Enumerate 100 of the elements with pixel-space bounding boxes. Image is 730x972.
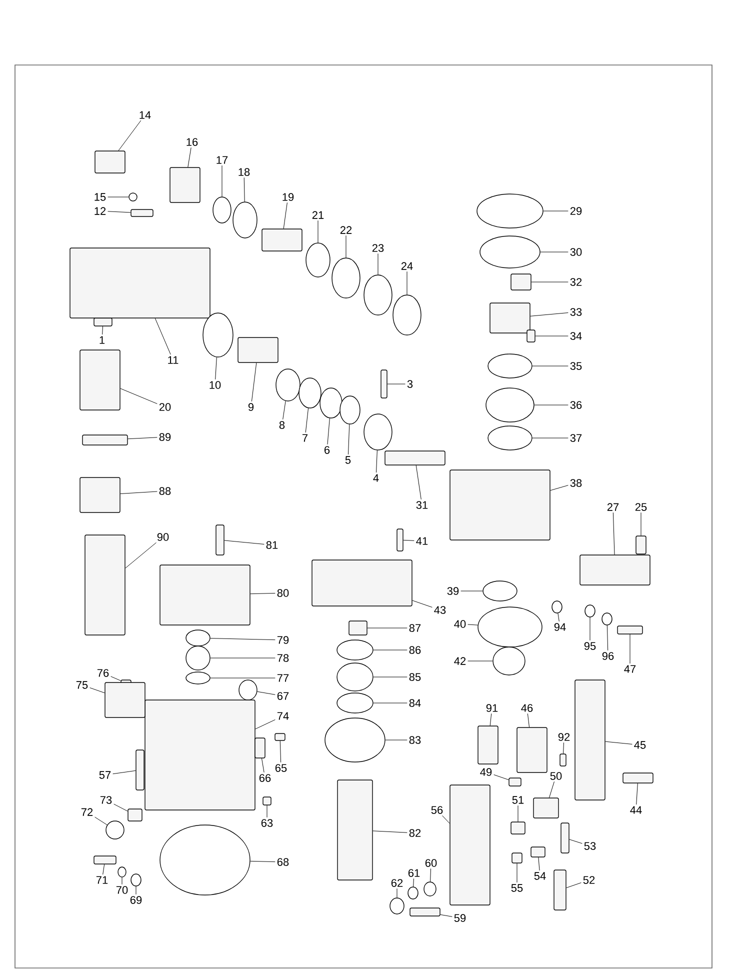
leader-line (120, 491, 158, 494)
callout-number: 82 (409, 829, 421, 837)
leader-line (114, 804, 128, 812)
machine-part (490, 302, 530, 334)
callout-number: 59 (454, 914, 466, 922)
leader-line (558, 613, 560, 622)
callout-number: 6 (324, 446, 330, 454)
machine-part (408, 886, 418, 900)
machine-part (94, 856, 116, 864)
callout-number: 29 (570, 207, 582, 215)
machine-part (602, 612, 612, 626)
machine-part (274, 733, 286, 741)
machine-part (262, 796, 272, 806)
callout-number: 15 (94, 193, 106, 201)
machine-part (106, 820, 124, 840)
machine-part (348, 620, 368, 636)
callout-number: 42 (454, 657, 466, 665)
leader-line (468, 660, 493, 662)
leader-line (102, 864, 105, 875)
leader-line (118, 120, 142, 151)
callout-number: 79 (277, 636, 289, 644)
machine-part (332, 258, 360, 298)
callout-number: 62 (391, 879, 403, 887)
leader-line (210, 638, 276, 640)
callout-number: 23 (372, 244, 384, 252)
callout-number: 11 (168, 356, 178, 364)
machine-part (254, 738, 266, 758)
callout-number: 14 (140, 111, 151, 119)
leader-line (430, 868, 432, 882)
leader-line (543, 210, 568, 212)
callout-number: 96 (602, 652, 614, 660)
leader-line (224, 540, 264, 544)
leader-line (406, 271, 408, 295)
leader-line (490, 713, 492, 726)
machine-part (232, 202, 258, 238)
callout-number: 91 (486, 704, 498, 712)
machine-part (512, 852, 522, 864)
callout-number: 18 (238, 168, 250, 176)
callout-number: 19 (282, 193, 294, 201)
leader-line (250, 860, 276, 862)
callout-number: 7 (302, 434, 308, 442)
machine-part (128, 808, 142, 822)
leader-line (563, 742, 564, 754)
leader-line (283, 202, 288, 229)
machine-part (202, 312, 234, 358)
callout-number: 3 (407, 380, 413, 388)
leader-line (569, 839, 582, 844)
leader-line (112, 770, 136, 774)
machine-part (320, 388, 342, 418)
callout-number: 43 (434, 606, 446, 614)
callout-number: 78 (277, 654, 289, 662)
leader-line (282, 400, 286, 420)
leader-line (530, 312, 568, 316)
callout-number: 80 (277, 589, 289, 597)
callout-number: 63 (261, 819, 273, 827)
machine-part (130, 874, 142, 886)
callout-number: 55 (511, 884, 523, 892)
callout-number: 51 (512, 796, 524, 804)
leader-line (416, 465, 422, 500)
machine-part (396, 528, 404, 552)
machine-part (312, 560, 412, 606)
leader-line (154, 318, 171, 355)
leader-line (257, 691, 276, 695)
leader-line (412, 600, 432, 608)
machine-part (94, 150, 126, 174)
callout-number: 70 (116, 886, 128, 894)
callout-number: 31 (416, 501, 428, 509)
machine-part (450, 784, 490, 906)
leader-line (538, 857, 540, 871)
callout-number: 69 (130, 896, 142, 904)
callout-number: 44 (630, 806, 642, 814)
machine-part (560, 754, 566, 766)
machine-part (136, 750, 144, 790)
leader-line (188, 147, 192, 168)
leader-line (605, 741, 632, 744)
machine-part (160, 564, 250, 626)
machine-part (617, 626, 643, 634)
machine-part (510, 274, 532, 290)
leader-line (396, 888, 398, 898)
machine-part (450, 470, 550, 540)
machine-part (238, 680, 258, 700)
callout-number: 86 (409, 646, 421, 654)
callout-number: 71 (96, 876, 108, 884)
leader-line (110, 676, 121, 681)
leader-line (566, 882, 582, 888)
leader-line (244, 177, 245, 202)
machine-part (186, 630, 210, 646)
machine-part (337, 780, 373, 880)
machine-part (533, 798, 559, 818)
callout-number: 77 (277, 674, 289, 682)
callout-number: 41 (416, 537, 428, 545)
machine-part (392, 294, 422, 336)
callout-number: 72 (81, 808, 93, 816)
leader-line (90, 687, 105, 694)
callout-number: 85 (409, 673, 421, 681)
machine-part (516, 727, 548, 773)
machine-part (480, 236, 540, 268)
callout-number: 56 (431, 806, 443, 814)
callout-number: 87 (409, 624, 421, 632)
callout-number: 75 (76, 681, 88, 689)
